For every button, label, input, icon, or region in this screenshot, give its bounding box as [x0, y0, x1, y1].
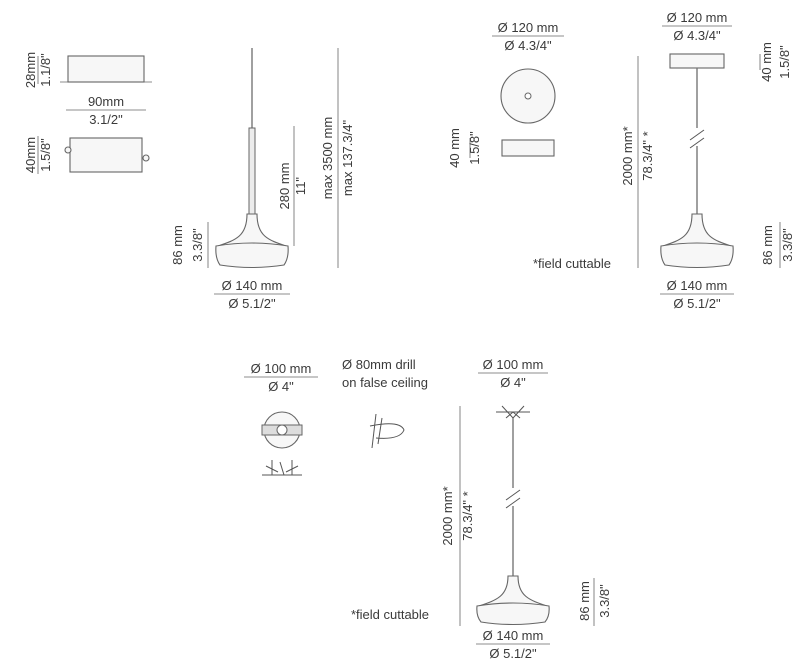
- pendant-2-canopy-height-in: 1.5/8": [777, 45, 792, 79]
- recessed-side-view: [262, 460, 302, 476]
- pendant-2-diameter-in: Ø 5.1/2": [673, 296, 721, 311]
- pendant-3-mount: [496, 405, 530, 419]
- driver-box-top-view: 28mm 1.1/8" 90mm 3.1/2": [23, 52, 152, 127]
- drill-note-line-2: on false ceiling: [342, 375, 428, 390]
- pendant-3-cable-length-mm: 2000 mm*: [440, 486, 455, 545]
- box-height-mm: 28mm: [23, 52, 38, 88]
- pendant-1-max-length-in: max 137.3/4": [340, 120, 355, 197]
- driver-box-top: [67, 55, 145, 83]
- pendant-3: Ø 100 mm Ø 4" 2000 mm* 78.3/4" * *field …: [351, 357, 612, 661]
- pendant-2-canopy-diameter-mm: Ø 120 mm: [667, 10, 728, 25]
- pendant-1-shade: [215, 242, 289, 269]
- pendant-3-cable-length-in: 78.3/4" *: [460, 491, 475, 540]
- pendant-2-shade: [660, 242, 734, 269]
- box-side-height-in: 1.5/8": [38, 138, 53, 172]
- pendant-1-diameter-mm: Ø 140 mm: [222, 278, 283, 293]
- pendant-3-top-diameter-mm: Ø 100 mm: [483, 357, 544, 372]
- driver-box-side: [69, 137, 143, 173]
- pendant-1-stem: [248, 127, 256, 215]
- canopy-diameter-mm: Ø 120 mm: [498, 20, 559, 35]
- box-height-in: 1.1/8": [38, 53, 53, 87]
- pendant-1-diameter-in: Ø 5.1/2": [228, 296, 276, 311]
- pendant-2-canopy: [669, 53, 725, 69]
- recessed-diameter-in: Ø 4": [268, 379, 294, 394]
- pendant-3-shade-height-mm: 86 mm: [577, 581, 592, 621]
- pendant-2-field-note: *field cuttable: [533, 256, 611, 271]
- box-side-height-mm: 40mm: [23, 137, 38, 173]
- drill-note-line-1: Ø 80mm drill: [342, 357, 416, 372]
- recessed-mount-detail: Ø 100 mm Ø 4" Ø 80mm drill on false ceil…: [244, 357, 428, 476]
- pendant-2-canopy-diameter-in: Ø 4.3/4": [673, 28, 721, 43]
- pendant-3-shade-top: [478, 575, 548, 607]
- box-width-mm: 90mm: [88, 94, 124, 109]
- pendant-2: Ø 120 mm Ø 4.3/4" 40 mm 1.5/8" 2000 mm* …: [533, 10, 795, 311]
- pendant-1: 86 mm 3.3/8" 280 mm 11" max 3500 mm max …: [170, 48, 355, 311]
- pendant-3-diameter-in: Ø 5.1/2": [489, 646, 537, 661]
- driver-box-side-view: 40mm 1.5/8": [23, 136, 150, 174]
- pendant-2-canopy-height-mm: 40 mm: [759, 42, 774, 82]
- pendant-1-shade-height-mm: 86 mm: [170, 225, 185, 265]
- pendant-1-shade-height-in: 3.3/8": [190, 228, 205, 262]
- canopy-height-mm: 40 mm: [447, 128, 462, 168]
- canopy-side-view: [501, 139, 555, 157]
- canopy-diameter-in: Ø 4.3/4": [504, 38, 552, 53]
- canopy-detail: Ø 120 mm Ø 4.3/4" 40 mm 1.5/8": [447, 20, 564, 168]
- pendant-3-shade: [476, 602, 550, 626]
- pendant-1-max-length-mm: max 3500 mm: [320, 117, 335, 199]
- pendant-1-stem-length-mm: 280 mm: [277, 163, 292, 210]
- pendant-3-top-diameter-in: Ø 4": [500, 375, 526, 390]
- pendant-2-shade-height-in: 3.3/8": [780, 228, 795, 262]
- drill-icon: [369, 413, 405, 449]
- pendant-2-shade-top: [662, 213, 732, 247]
- pendant-2-shade-height-mm: 86 mm: [760, 225, 775, 265]
- recessed-diameter-mm: Ø 100 mm: [251, 361, 312, 376]
- pendant-3-diameter-mm: Ø 140 mm: [483, 628, 544, 643]
- pendant-3-shade-height-in: 3.3/8": [597, 584, 612, 618]
- pendant-1-shade-top: [217, 213, 287, 247]
- pendant-2-cable-length-mm: 2000 mm*: [620, 126, 635, 185]
- pendant-1-stem-length-in: 11": [293, 177, 308, 195]
- pendant-2-cable-length-in: 78.3/4" *: [640, 131, 655, 180]
- canopy-height-in: 1.5/8": [467, 131, 482, 165]
- pendant-2-diameter-mm: Ø 140 mm: [667, 278, 728, 293]
- pendant-3-field-note: *field cuttable: [351, 607, 429, 622]
- box-width-in: 3.1/2": [89, 112, 123, 127]
